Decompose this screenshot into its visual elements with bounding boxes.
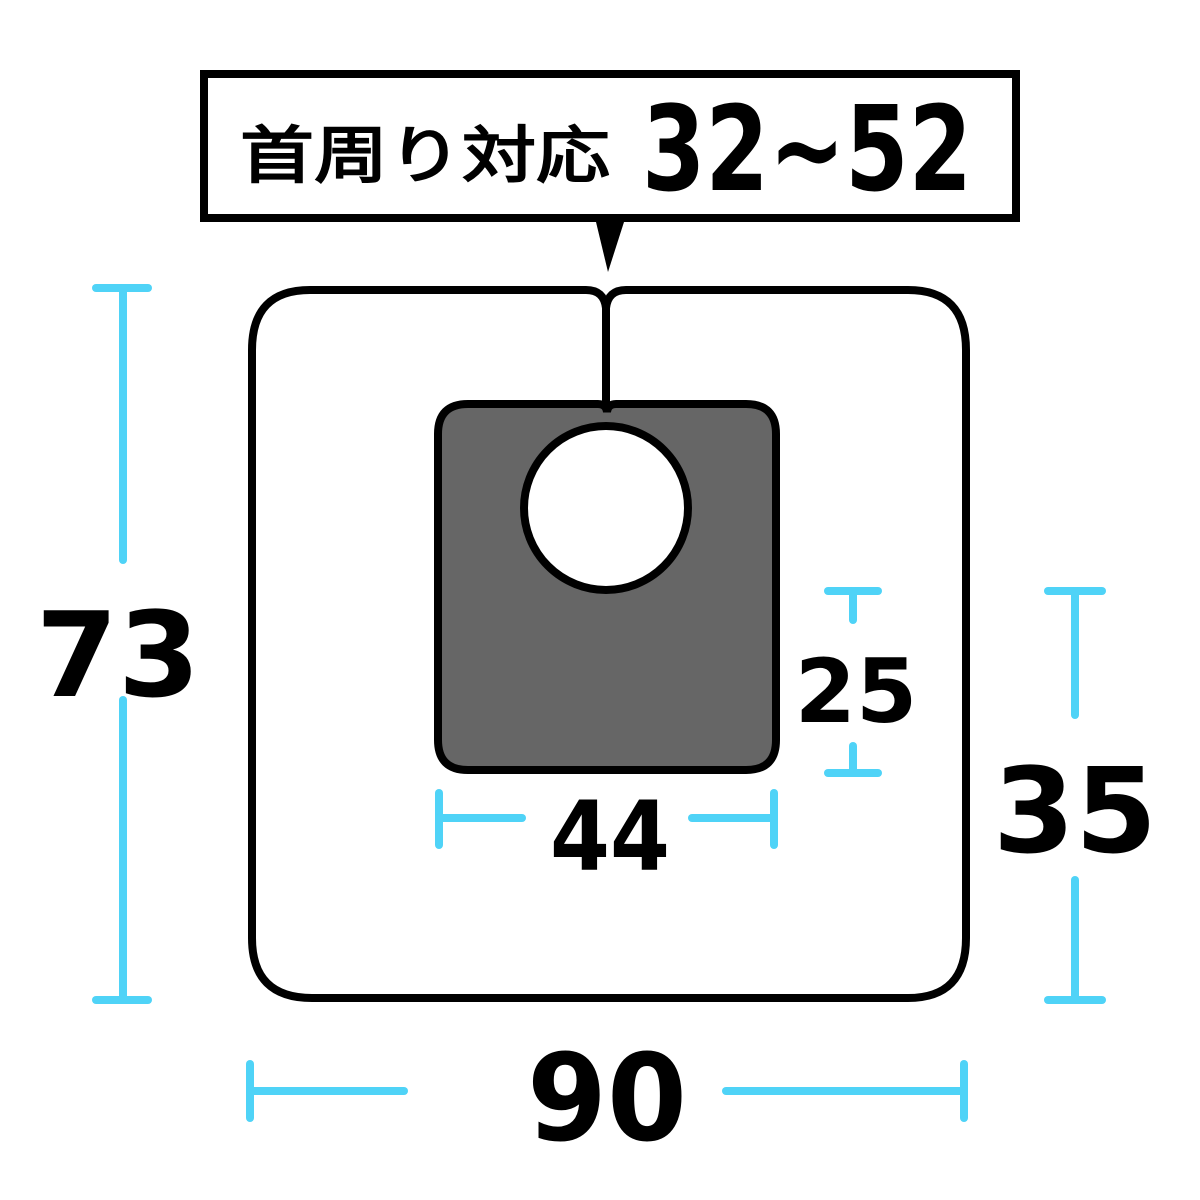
callout-range: 32~52 — [642, 80, 972, 218]
dimension-inner-height: 25 — [795, 587, 917, 777]
inner-width-value: 44 — [550, 781, 670, 893]
dimension-total-height: 73 — [36, 284, 200, 1004]
dimension-side-height: 35 — [993, 587, 1157, 1004]
callout-label: 首周り対応 — [240, 119, 610, 192]
total-height-value: 73 — [36, 586, 200, 724]
inner-height-value: 25 — [795, 640, 917, 743]
side-height-value: 35 — [993, 742, 1157, 880]
callout-pointer-icon — [596, 222, 624, 272]
dimension-inner-width: 44 — [435, 781, 778, 893]
bib-outer-outline — [248, 286, 970, 1002]
total-width-value: 90 — [527, 1030, 687, 1169]
dimension-total-width: 90 — [246, 1030, 968, 1169]
callout-box — [200, 70, 1020, 222]
neck-size-callout: 首周り対応 32~52 — [200, 70, 1020, 272]
neck-hole — [520, 422, 692, 594]
